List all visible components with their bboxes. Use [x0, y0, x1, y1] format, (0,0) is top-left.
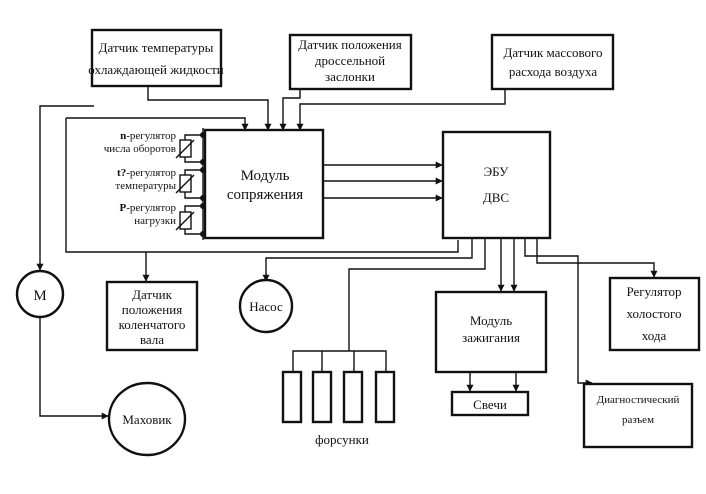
- crankshaft-sensor-box: Датчик положения коленчатого вала: [105, 280, 199, 352]
- potentiometer-t-icon: [175, 169, 203, 199]
- idle-regulator-label-2: холостого: [627, 306, 682, 321]
- diagnostic-connector-label-2: разъем: [622, 414, 654, 426]
- coolant-temp-sensor-label-2: охлаждающей жидкости: [88, 62, 223, 77]
- motor-label: М: [33, 288, 46, 304]
- regulator-t-label: t?-регулятор: [117, 167, 176, 179]
- regulator-group: n-регулятор числа оборотов t?-регулятор …: [104, 128, 206, 240]
- interface-module-label-1: Модуль: [241, 168, 290, 184]
- ecu-label-2: ДВС: [483, 190, 509, 205]
- injector-3: [342, 370, 364, 424]
- motor-input-wire: [36, 105, 66, 271]
- regulator-t-sublabel: температуры: [115, 180, 176, 192]
- injector-1: [281, 370, 303, 424]
- idle-regulator-box: Регулятор холостого хода: [608, 276, 701, 352]
- interface-module-box: Модуль сопряжения: [203, 128, 325, 240]
- regulator-n-label: n-регулятор: [120, 130, 176, 142]
- flywheel-label: Маховик: [122, 412, 172, 427]
- regulator-p-sublabel: нагрузки: [134, 215, 176, 227]
- spark-plugs-box: Свечи: [450, 390, 530, 417]
- idle-regulator-wire: [536, 238, 658, 278]
- air-mass-sensor-box: Датчик массового расхода воздуха: [490, 33, 615, 91]
- potentiometer-p-icon: [175, 205, 203, 235]
- air-mass-sensor-label-2: расхода воздуха: [509, 64, 598, 79]
- coolant-temp-sensor-box: Датчик температуры охлаждающей жидкости: [88, 28, 224, 88]
- ignition-module-label-1: Модуль: [470, 313, 512, 328]
- diagnostic-connector-label-1: Диагностический: [597, 394, 680, 406]
- injectors-label: форсунки: [315, 432, 369, 447]
- throttle-sensor-wire: [279, 89, 301, 131]
- diagnostic-wire: [524, 238, 593, 387]
- potentiometer-n-icon: [175, 134, 203, 163]
- regulator-p-label: P-регулятор: [119, 202, 176, 214]
- motor-circle: М: [15, 269, 65, 319]
- pump-label: Насос: [249, 299, 283, 314]
- throttle-sensor-label-2: дроссельной: [315, 53, 385, 68]
- throttle-sensor-label-1: Датчик положения: [298, 37, 401, 52]
- frame-top-wire: [66, 117, 249, 131]
- coolant-sensor-wire: [147, 86, 272, 131]
- crank-sensor-label-3: коленчатого: [119, 317, 186, 332]
- flywheel-circle: Маховик: [107, 381, 187, 457]
- crank-sensor-label-1: Датчик: [132, 287, 172, 302]
- motor-flywheel-wire: [39, 317, 109, 420]
- idle-regulator-label-1: Регулятор: [626, 284, 681, 299]
- idle-regulator-label-3: хода: [642, 328, 667, 343]
- diagnostic-connector-box: Диагностический разъем: [582, 382, 694, 449]
- ignition-module-box: Модуль зажигания: [434, 290, 548, 374]
- injector-group: форсунки: [281, 350, 396, 447]
- interface-module-label-2: сопряжения: [227, 187, 303, 203]
- air-mass-sensor-wire: [296, 89, 506, 131]
- crank-sensor-label-2: положения: [122, 302, 182, 317]
- throttle-sensor-label-3: заслонки: [325, 69, 375, 84]
- pump-circle: Насос: [238, 278, 294, 334]
- injector-4: [374, 370, 396, 424]
- crank-sensor-label-4: вала: [140, 332, 164, 347]
- throttle-position-sensor-box: Датчик положения дроссельной заслонки: [288, 33, 413, 91]
- coolant-temp-sensor-label-1: Датчик температуры: [99, 40, 214, 55]
- ecu-label-1: ЭБУ: [484, 164, 510, 179]
- injector-2: [311, 370, 333, 424]
- regulator-n-sublabel: числа оборотов: [104, 143, 176, 155]
- ignition-module-label-2: зажигания: [462, 330, 520, 345]
- injector-feed-wire: [348, 238, 486, 351]
- spark-plugs-label: Свечи: [473, 397, 507, 412]
- interface-frame: [65, 118, 459, 253]
- pump-wire: [262, 238, 473, 282]
- air-mass-sensor-label-1: Датчик массового: [503, 45, 602, 60]
- ecu-box: ЭБУ ДВС: [441, 130, 552, 240]
